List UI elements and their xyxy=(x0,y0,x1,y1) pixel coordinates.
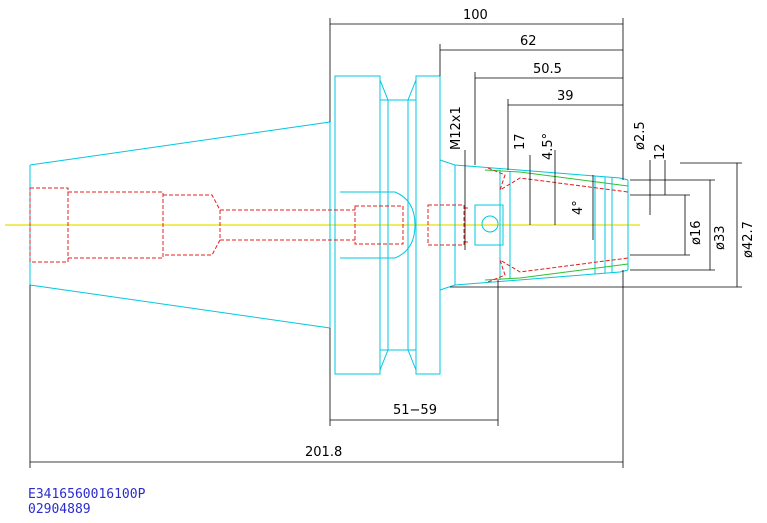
dim-100: 100 xyxy=(463,8,488,23)
dim-62: 62 xyxy=(520,34,537,49)
dim-51-59: 51−59 xyxy=(393,403,437,418)
dim-angle-4-5: 4.5° xyxy=(541,133,556,160)
dim-201-8: 201.8 xyxy=(305,445,342,460)
flange xyxy=(334,75,441,375)
dim-dia-33: ø33 xyxy=(713,226,728,251)
dim-17: 17 xyxy=(513,133,528,150)
collet-detail xyxy=(484,167,629,283)
taper-shank xyxy=(29,121,331,329)
part-code: E3416560016100P xyxy=(28,487,146,502)
hidden-bore xyxy=(29,187,470,263)
dim-thread: M12x1 xyxy=(449,106,464,150)
serial-number: 02904889 xyxy=(28,502,91,517)
nose-body xyxy=(439,159,629,291)
dim-dia-16: ø16 xyxy=(689,221,704,246)
dimension-lines xyxy=(29,18,742,468)
dim-12: 12 xyxy=(653,143,668,160)
dim-39: 39 xyxy=(557,89,574,104)
dim-dia-2-5: ø2.5 xyxy=(633,121,648,150)
dim-dia-42-7: ø42.7 xyxy=(741,221,756,258)
dim-angle-4: 4° xyxy=(571,200,586,215)
dim-50-5: 50.5 xyxy=(533,62,562,77)
